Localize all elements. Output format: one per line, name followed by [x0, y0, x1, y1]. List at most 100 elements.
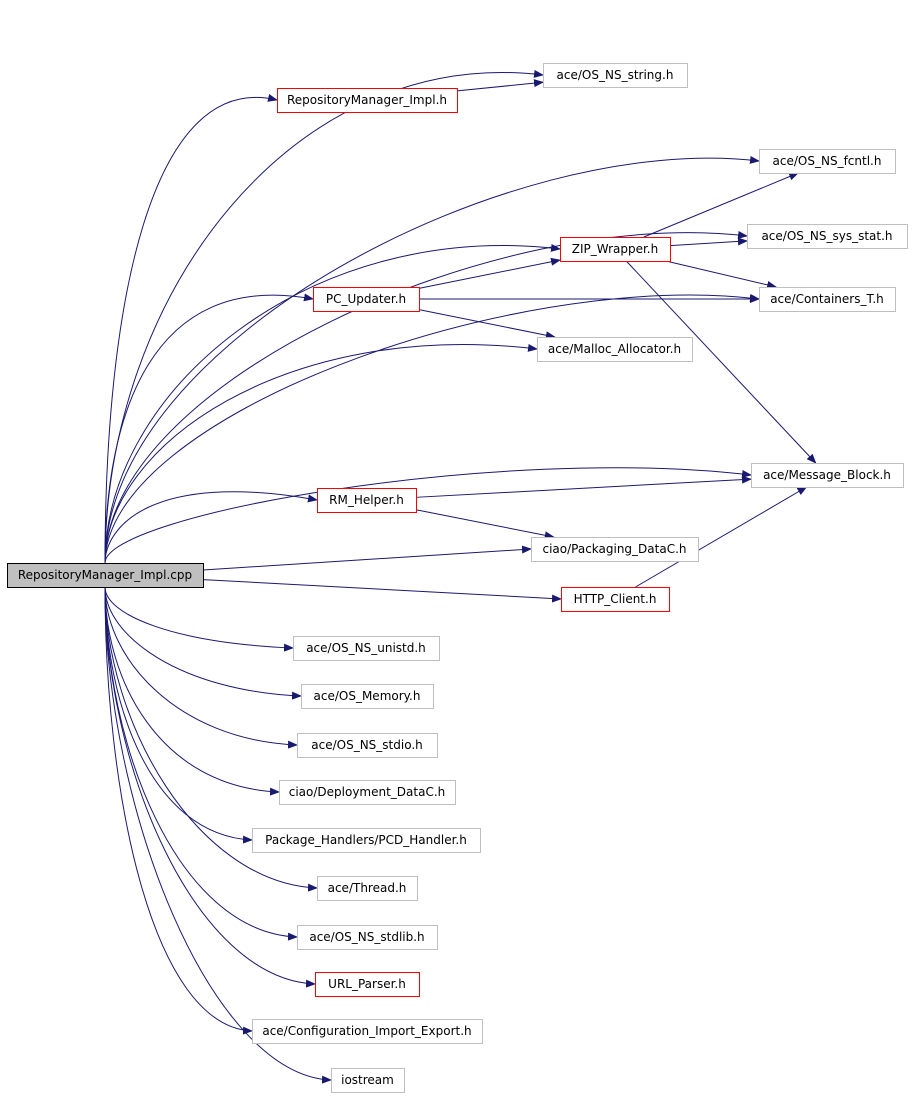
node-urlparser[interactable]: URL_Parser.h — [315, 972, 420, 997]
node-label: ace/Configuration_Import_Export.h — [262, 1024, 471, 1038]
node-box — [297, 925, 438, 950]
edge-root-to-pcupd — [104, 293, 314, 564]
edge-root-to-stdio — [104, 586, 298, 749]
edge-rmhelper-to-pkgdata — [415, 509, 555, 540]
node-box — [7, 563, 204, 588]
node-stdlib: ace/OS_NS_stdlib.h — [297, 925, 438, 950]
nodes-layer: RepositoryManager_Impl.cpp RepositoryMana… — [7, 63, 908, 1093]
node-label: ace/Thread.h — [328, 881, 407, 895]
node-malloc: ace/Malloc_Allocator.h — [537, 337, 693, 362]
node-label: Package_Handlers/PCD_Handler.h — [265, 833, 467, 847]
edge-zip-to-msgblock — [625, 260, 817, 464]
edge-root-to-containers — [104, 293, 760, 564]
node-label: RepositoryManager_Impl.h — [287, 93, 447, 107]
edge-root-to-config — [104, 586, 253, 1035]
node-http[interactable]: HTTP_Client.h — [561, 587, 670, 612]
node-box — [297, 733, 438, 758]
edge-root-to-iostream — [104, 586, 332, 1084]
node-stdio: ace/OS_NS_stdio.h — [297, 733, 438, 758]
node-label: ciao/Deployment_DataC.h — [289, 785, 446, 799]
edge-root-to-memory — [104, 586, 302, 700]
node-label: RM_Helper.h — [329, 493, 404, 507]
node-box — [751, 463, 904, 488]
node-box — [317, 488, 417, 513]
node-label: ace/OS_Memory.h — [314, 689, 421, 703]
edge-root-to-urlparser — [104, 586, 316, 988]
edge-root-to-rmimpl — [104, 94, 278, 564]
node-box — [331, 1068, 405, 1093]
node-label: ace/OS_NS_string.h — [557, 68, 674, 82]
node-fcntl: ace/OS_NS_fcntl.h — [759, 149, 896, 174]
node-label: ace/Message_Block.h — [763, 468, 891, 482]
edge-zip-to-containers — [665, 260, 778, 289]
edge-pcupd-to-zip — [418, 257, 561, 289]
edge-pcupd-to-malloc — [418, 309, 556, 340]
node-box — [252, 1019, 483, 1044]
edge-root-to-stdlib — [104, 586, 298, 941]
node-box — [301, 684, 434, 709]
edge-rmimpl-to-osstring — [456, 79, 544, 92]
edge-root-to-rmhelper — [104, 491, 318, 564]
node-thread: ace/Thread.h — [317, 876, 418, 901]
edge-root-to-sysstat — [104, 230, 748, 564]
node-label: PC_Updater.h — [326, 292, 406, 306]
node-box — [277, 88, 458, 113]
node-pkgdata: ciao/Packaging_DataC.h — [531, 537, 699, 562]
node-label: ace/OS_NS_unistd.h — [306, 641, 426, 655]
node-rmhelper[interactable]: RM_Helper.h — [317, 488, 417, 513]
node-label: ace/OS_NS_fcntl.h — [773, 154, 882, 168]
node-root[interactable]: RepositoryManager_Impl.cpp — [7, 563, 204, 588]
edge-root-to-fcntl — [104, 155, 760, 564]
edge-rmhelper-to-msgblock — [415, 475, 752, 498]
node-label: HTTP_Client.h — [574, 592, 657, 606]
node-label: RepositoryManager_Impl.cpp — [18, 568, 192, 582]
node-box — [317, 876, 418, 901]
node-label: ciao/Packaging_DataC.h — [542, 542, 686, 556]
node-config: ace/Configuration_Import_Export.h — [252, 1019, 483, 1044]
edge-root-to-deploy — [104, 586, 280, 796]
edge-zip-to-sysstat — [669, 237, 748, 247]
node-box — [747, 224, 908, 249]
edge-root-to-thread — [104, 586, 318, 892]
node-sysstat: ace/OS_NS_sys_stat.h — [747, 224, 908, 249]
edge-zip-to-fcntl — [643, 172, 800, 238]
node-zip[interactable]: ZIP_Wrapper.h — [560, 237, 671, 262]
node-pcd: Package_Handlers/PCD_Handler.h — [252, 828, 481, 853]
node-label: URL_Parser.h — [328, 977, 406, 991]
node-box — [313, 287, 420, 312]
node-pcupd[interactable]: PC_Updater.h — [313, 287, 420, 312]
edge-root-to-osstring — [104, 69, 544, 564]
node-label: ace/Containers_T.h — [770, 292, 884, 306]
node-label: ace/OS_NS_stdio.h — [311, 738, 423, 752]
node-box — [759, 287, 896, 312]
node-osstring: ace/OS_NS_string.h — [543, 63, 688, 88]
node-box — [293, 636, 440, 661]
edge-root-to-http — [202, 579, 562, 603]
node-label: iostream — [341, 1073, 394, 1087]
node-box — [561, 587, 670, 612]
node-box — [279, 780, 456, 805]
node-msgblock: ace/Message_Block.h — [751, 463, 904, 488]
node-box — [315, 972, 420, 997]
node-label: ace/OS_NS_stdlib.h — [309, 930, 424, 944]
edge-root-to-pcd — [104, 586, 253, 844]
edge-root-to-zip — [104, 243, 561, 564]
node-containers: ace/Containers_T.h — [759, 287, 896, 312]
node-box — [537, 337, 693, 362]
edge-root-to-unistd — [104, 586, 294, 652]
node-unistd: ace/OS_NS_unistd.h — [293, 636, 440, 661]
node-box — [531, 537, 699, 562]
node-iostream: iostream — [331, 1068, 405, 1093]
node-deploy: ciao/Deployment_DataC.h — [279, 780, 456, 805]
node-rmimpl[interactable]: RepositoryManager_Impl.h — [277, 88, 458, 113]
node-memory: ace/OS_Memory.h — [301, 684, 434, 709]
node-label: ace/OS_NS_sys_stat.h — [761, 229, 892, 243]
node-box — [252, 828, 481, 853]
node-label: ace/Malloc_Allocator.h — [548, 342, 681, 356]
edge-root-to-malloc — [104, 343, 538, 564]
edge-http-to-msgblock — [635, 486, 808, 588]
node-box — [543, 63, 688, 88]
node-box — [560, 237, 671, 262]
node-label: ZIP_Wrapper.h — [572, 242, 658, 256]
